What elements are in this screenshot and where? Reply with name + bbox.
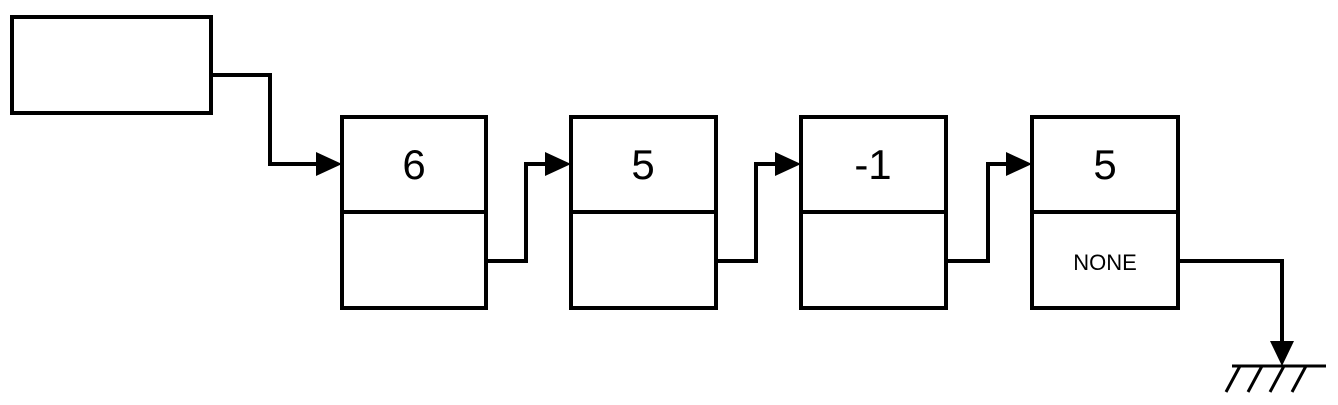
ground-hatch	[1268, 365, 1286, 393]
node-4-to-null-arrow	[1178, 259, 1294, 366]
list-node-4: 5 NONE	[1030, 115, 1180, 310]
ground-hatch	[1290, 365, 1308, 393]
node-3-to-node-4-arrow	[946, 152, 1032, 263]
arrowhead	[316, 152, 342, 176]
node-value: 5	[1093, 141, 1116, 188]
node-value: 6	[402, 141, 425, 188]
arrowhead	[1006, 152, 1032, 176]
head-box	[10, 15, 213, 115]
list-node-3: -1	[799, 115, 948, 310]
list-node-1: 6	[340, 115, 488, 310]
node-value: -1	[854, 141, 891, 188]
node-2-to-node-3-arrow	[716, 152, 801, 263]
arrowhead	[775, 152, 801, 176]
head-to-node-1-arrow	[211, 73, 342, 176]
ground-icon	[1224, 364, 1326, 393]
ground-hatch	[1224, 365, 1242, 393]
head-pointer	[10, 15, 213, 115]
next-connector	[486, 162, 549, 263]
arrowhead	[1270, 341, 1294, 366]
list-node-2: 5	[569, 115, 718, 310]
head-connector	[211, 73, 320, 166]
node-next: NONE	[1073, 250, 1137, 275]
next-connector	[946, 162, 1010, 263]
node-value: 5	[631, 141, 654, 188]
ground-hatch	[1246, 365, 1264, 393]
next-connector	[716, 162, 779, 263]
null-connector	[1178, 259, 1284, 345]
arrowhead	[545, 152, 571, 176]
node-1-to-node-2-arrow	[486, 152, 571, 263]
